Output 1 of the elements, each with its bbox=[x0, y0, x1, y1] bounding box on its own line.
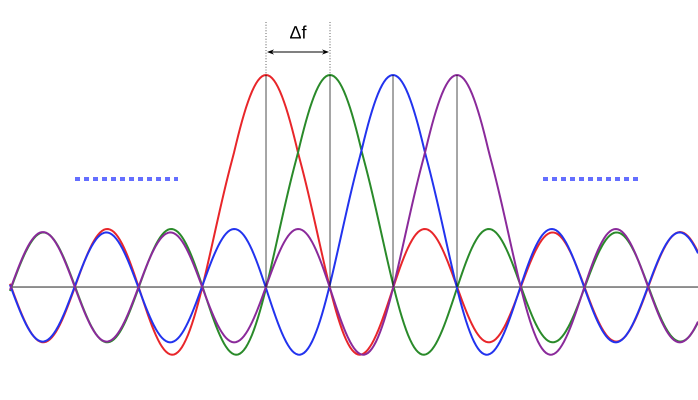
dimension-label: Δf bbox=[290, 25, 307, 38]
